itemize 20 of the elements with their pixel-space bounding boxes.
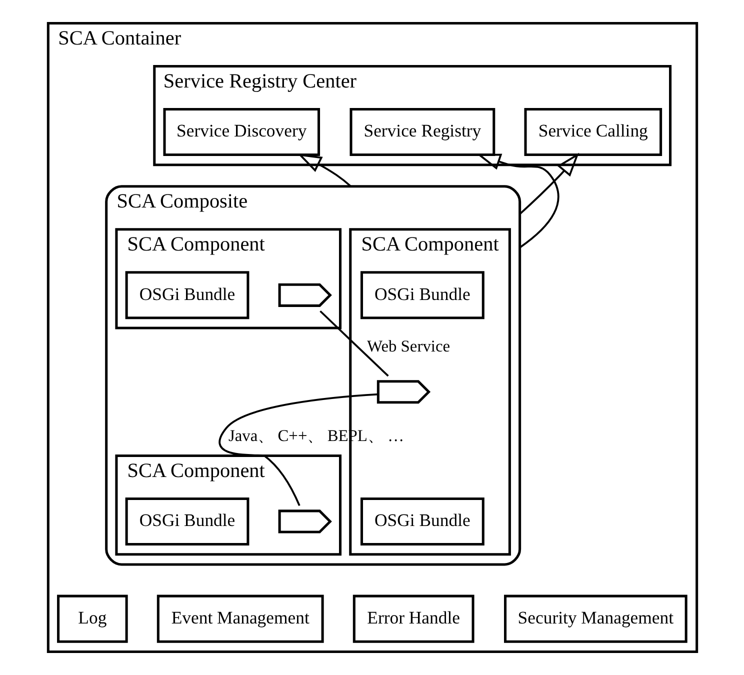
arrow [518, 152, 579, 215]
node-box: Log [56, 594, 128, 643]
node-box: Service Discovery [162, 108, 320, 156]
node-box: Error Handle [352, 594, 474, 643]
node-chevron [376, 380, 430, 404]
arrow [476, 154, 559, 248]
connector [218, 393, 378, 506]
node-box: OSGi Bundle [124, 497, 249, 546]
node-box: OSGi Bundle [124, 271, 249, 320]
node-box: Service Registry [349, 108, 495, 156]
arrow [297, 154, 352, 188]
node-box: Security Management [504, 594, 687, 643]
node-box: OSGi Bundle [360, 271, 484, 320]
node-box: OSGi Bundle [360, 497, 484, 546]
connector [319, 310, 388, 377]
node-chevron [278, 510, 332, 534]
node-box: Service Calling [524, 108, 662, 156]
node-box: Event Management [156, 594, 324, 643]
edge-label: Web Service [366, 336, 450, 356]
node-chevron [278, 283, 332, 307]
